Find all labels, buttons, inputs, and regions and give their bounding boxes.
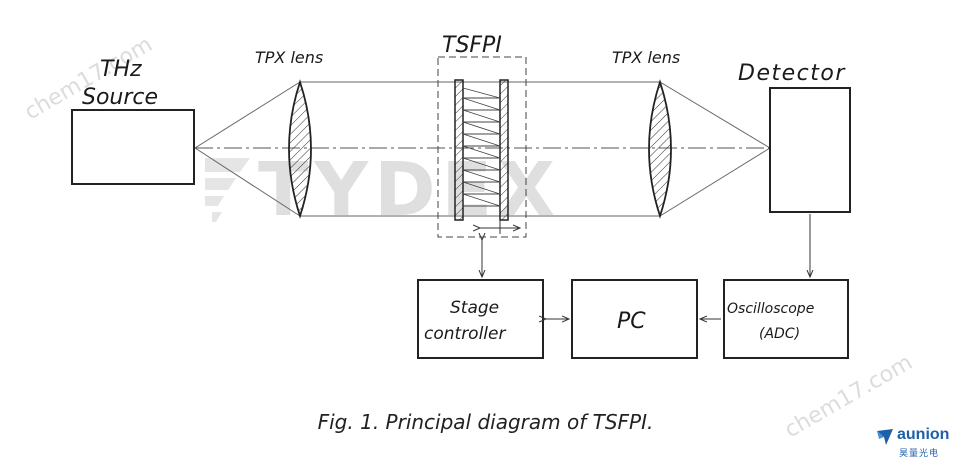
right-tpx-lens bbox=[648, 79, 672, 219]
right-lens-label: TPX lens bbox=[612, 48, 680, 67]
oscilloscope-box bbox=[723, 279, 849, 359]
oscilloscope-label-line2: (ADC) bbox=[759, 326, 800, 342]
aunion-logo: aunion 昊量光电 bbox=[875, 425, 967, 461]
brand-name: aunion bbox=[897, 426, 950, 443]
figure-caption: Fig. 1. Principal diagram of TSFPI. bbox=[317, 410, 654, 434]
aunion-logo-icon bbox=[877, 429, 893, 445]
oscilloscope-label-line1: Oscilloscope bbox=[727, 301, 814, 317]
detector-box bbox=[769, 87, 851, 213]
tsfpi-plate-right bbox=[499, 79, 509, 221]
stage-controller-label-line2: controller bbox=[424, 324, 506, 344]
tsfpi-plate-left bbox=[454, 79, 464, 221]
thz-source-label-line1: THz bbox=[100, 57, 142, 82]
cavity-reflections bbox=[462, 87, 501, 207]
brand-subtitle: 昊量光电 bbox=[899, 449, 940, 459]
thz-source-label-line2: Source bbox=[82, 85, 158, 110]
left-tpx-lens bbox=[288, 79, 312, 219]
stage-controller-box bbox=[417, 279, 544, 359]
connection-arrows bbox=[482, 214, 810, 319]
tsfpi-label: TSFPI bbox=[442, 33, 502, 58]
pc-box bbox=[571, 279, 698, 359]
thz-source-box bbox=[71, 109, 195, 185]
stage-controller-label-line1: Stage bbox=[450, 298, 499, 318]
left-lens-label: TPX lens bbox=[255, 48, 323, 67]
pc-label: PC bbox=[617, 309, 646, 334]
detector-label: Detector bbox=[738, 61, 846, 86]
beam-paths bbox=[194, 81, 771, 217]
